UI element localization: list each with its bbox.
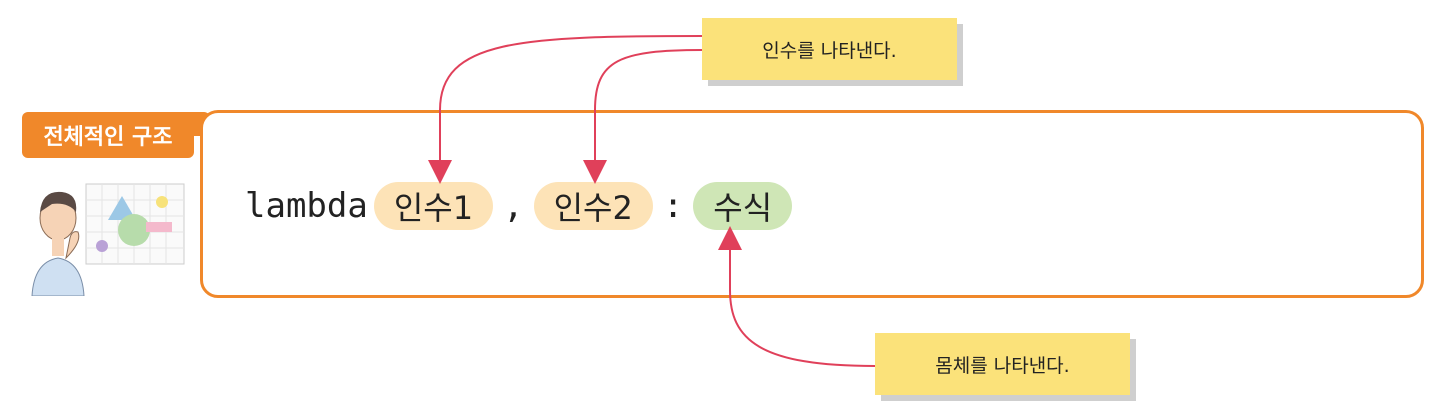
arguments-callout: 인수를 나타낸다. bbox=[702, 18, 957, 80]
lambda-keyword: lambda bbox=[245, 186, 368, 226]
triangle-shape bbox=[108, 196, 136, 220]
arrow-to-argument-1 bbox=[428, 35, 703, 184]
comma-separator: , bbox=[503, 186, 524, 226]
syntax-frame bbox=[200, 110, 1424, 298]
rectangle-shape bbox=[146, 222, 172, 232]
arrow-to-expression bbox=[718, 226, 876, 367]
circle-shape bbox=[118, 214, 150, 246]
argument-2-pill: 인수2 bbox=[533, 182, 653, 230]
thinking-person-illustration bbox=[31, 183, 185, 296]
body-callout: 몸체를 나타낸다. bbox=[875, 333, 1130, 395]
lambda-syntax-line: lambda 인수1 , 인수2 : 수식 bbox=[245, 180, 793, 232]
structure-tag-label: 전체적인 구조 bbox=[43, 125, 173, 150]
expression-pill: 수식 bbox=[693, 182, 793, 230]
arrow-to-argument-2 bbox=[583, 49, 703, 184]
body-callout-text: 몸체를 나타낸다. bbox=[935, 354, 1070, 377]
colon-separator: : bbox=[662, 186, 684, 226]
arguments-callout-text: 인수를 나타낸다. bbox=[762, 39, 897, 62]
argument-1-pill: 인수1 bbox=[373, 182, 494, 230]
structure-tag: 전체적인 구조 bbox=[22, 112, 194, 158]
